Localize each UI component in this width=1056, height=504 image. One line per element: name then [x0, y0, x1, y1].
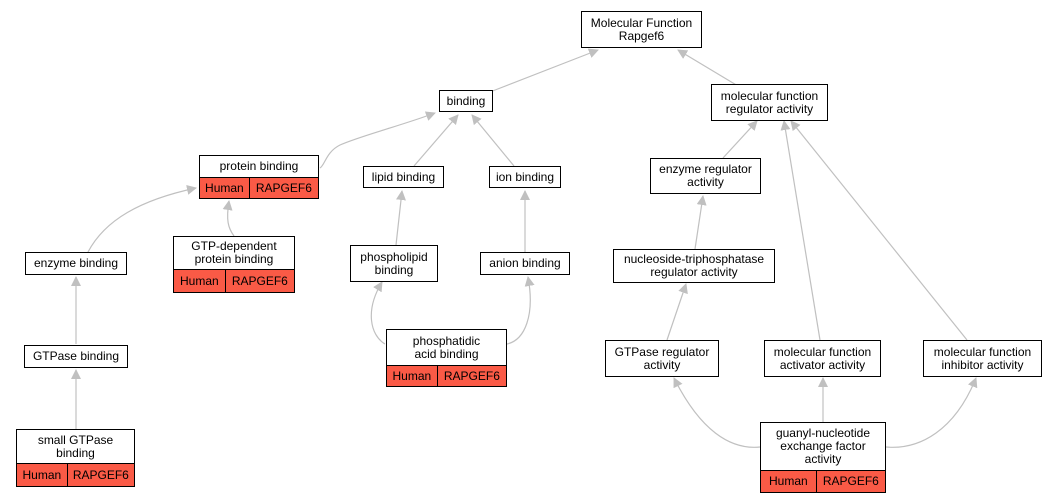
node-gtpase-binding[interactable]: GTPase binding [24, 345, 128, 368]
annotation-small-gtpase: Human RAPGEF6 [16, 463, 135, 487]
node-mf-activator[interactable]: molecular function activator activity [764, 340, 881, 377]
node-mf-inhibitor[interactable]: molecular function inhibitor activity [923, 340, 1042, 377]
edge-binding-to-root [489, 48, 599, 93]
edge-enzreg-to-mfreg [722, 120, 758, 159]
edge-enzymebinding-to-protein [87, 184, 197, 253]
edge-gtpasereg-to-ntpase [666, 283, 688, 341]
annotation-gene: RAPGEF6 [72, 467, 129, 482]
annotation-gene: RAPGEF6 [231, 273, 288, 288]
edge-activator-to-mfreg [780, 120, 821, 341]
annotation-gene: RAPGEF6 [255, 180, 312, 195]
annotation-gene: RAPGEF6 [822, 474, 879, 488]
node-small-gtpase-binding[interactable]: small GTPase binding [16, 429, 135, 464]
node-molecular-function-regulator[interactable]: molecular function regulator activity [711, 84, 828, 121]
node-gtpase-regulator[interactable]: GTPase regulator activity [605, 340, 719, 377]
node-binding[interactable]: binding [439, 90, 493, 112]
edge-guanyl-to-inhibitor [885, 377, 978, 448]
annotation-species: Human [17, 464, 68, 486]
node-enzyme-binding[interactable]: enzyme binding [25, 252, 127, 275]
node-gtp-dependent-protein-binding[interactable]: GTP-dependent protein binding [173, 236, 295, 270]
annotation-species: Human [200, 178, 250, 198]
node-phospholipid-binding[interactable]: phospholipid binding [350, 245, 438, 282]
edge-lipid-to-binding [413, 114, 459, 167]
node-enzyme-regulator[interactable]: enzyme regulator activity [650, 158, 761, 194]
edge-ion-to-binding [471, 114, 515, 167]
edge-phosphatidic-to-phospholipid [370, 281, 386, 345]
node-phosphatidic-acid-binding[interactable]: phosphatidic acid binding [386, 329, 507, 366]
edge-gtpdep-to-protein [222, 200, 235, 237]
edge-phosphatidic-to-anion [506, 276, 535, 345]
annotation-gene: RAPGEF6 [443, 368, 500, 383]
annotation-guanyl: Human RAPGEF6 [760, 470, 886, 493]
node-ntpase-regulator[interactable]: nucleoside-triphosphatase regulator acti… [613, 249, 775, 283]
edge-ntpase-to-enzreg [694, 195, 707, 250]
edge-inhibitor-to-mfreg [790, 120, 968, 341]
node-guanyl-nucleotide-exchange[interactable]: guanyl-nucleotide exchange factor activi… [760, 422, 886, 471]
node-anion-binding[interactable]: anion binding [480, 252, 570, 275]
edge-phospholipid-to-lipid [395, 190, 406, 246]
edge-guanyl-to-gtpasereg [673, 377, 761, 448]
annotation-phosphatidic: Human RAPGEF6 [386, 365, 507, 387]
edge-mfregulator-to-root [677, 49, 739, 87]
node-protein-binding[interactable]: protein binding [199, 155, 319, 178]
annotation-gtp-dependent: Human RAPGEF6 [173, 269, 295, 293]
edge-protein-to-binding [319, 111, 436, 169]
node-lipid-binding[interactable]: lipid binding [363, 166, 444, 188]
annotation-species: Human [387, 366, 438, 386]
node-ion-binding[interactable]: ion binding [489, 166, 561, 188]
annotation-protein-binding: Human RAPGEF6 [199, 177, 319, 199]
node-molecular-function-root[interactable]: Molecular Function Rapgef6 [581, 11, 702, 48]
annotation-species: Human [174, 270, 226, 292]
annotation-species: Human [761, 471, 817, 492]
